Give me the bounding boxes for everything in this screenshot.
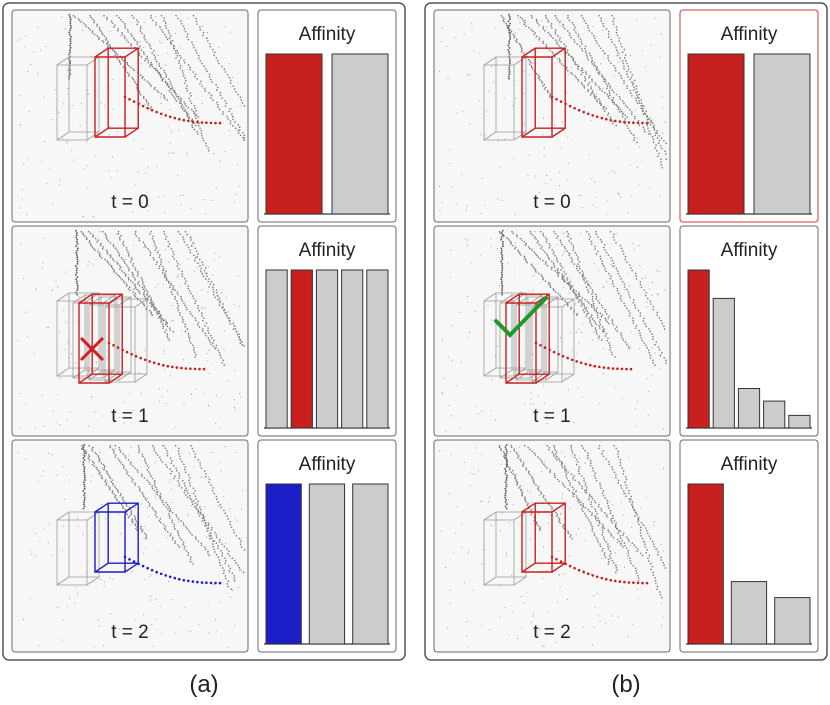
affinity-bar (341, 269, 364, 429)
cross-icon (79, 336, 105, 362)
affinity-bar (730, 581, 768, 645)
scene-frame (11, 439, 249, 653)
affinity-bar (290, 269, 313, 429)
chart-title: Affinity (721, 454, 778, 475)
time-label: t = 0 (533, 192, 571, 213)
scene-view: t = 2 (433, 439, 671, 653)
affinity-bar (753, 53, 811, 215)
scene-view: t = 1 (433, 225, 671, 437)
affinity-bar (687, 269, 710, 429)
affinity-bar (265, 53, 323, 215)
affinity-chart: Affinity (679, 439, 819, 653)
scene-frame (433, 225, 671, 437)
time-label: t = 1 (111, 406, 149, 427)
affinity-chart: Affinity (679, 9, 819, 223)
affinity-bar (265, 483, 302, 645)
chart-title: Affinity (299, 240, 356, 261)
affinity-chart: Affinity (679, 225, 819, 437)
affinity-bar (712, 297, 735, 429)
affinity-bar (315, 269, 339, 429)
affinity-chart: Affinity (257, 9, 397, 223)
affinity-bar (308, 483, 346, 645)
chart-title: Affinity (721, 24, 778, 45)
scene-view: t = 1 (11, 225, 249, 437)
time-label: t = 2 (533, 622, 571, 643)
affinity-bar (687, 483, 724, 645)
time-label: t = 1 (533, 406, 571, 427)
scene-frame (11, 9, 249, 223)
scene-frame (11, 225, 249, 437)
time-label: t = 2 (111, 622, 149, 643)
chart-title: Affinity (299, 24, 356, 45)
panel-a: t = 0 Affinity t = 1 Affinity t = 2 Affinity (… (2, 2, 406, 698)
affinity-bar (366, 269, 389, 429)
check-icon (494, 296, 548, 338)
scene-view: t = 2 (11, 439, 249, 653)
affinity-chart: Affinity (257, 439, 397, 653)
affinity-bar (265, 269, 288, 429)
affinity-bar (788, 414, 811, 429)
affinity-bar (331, 53, 389, 215)
affinity-bar (763, 400, 786, 429)
scene-view: t = 0 (433, 9, 671, 223)
affinity-bar (687, 53, 745, 215)
chart-title: Affinity (299, 454, 356, 475)
affinity-chart: Affinity (257, 225, 397, 437)
affinity-bar (737, 388, 761, 429)
affinity-bar (774, 597, 811, 645)
chart-title: Affinity (721, 240, 778, 261)
panel-caption: (a) (189, 671, 218, 698)
scene-view: t = 0 (11, 9, 249, 223)
affinity-bar (352, 483, 389, 645)
time-label: t = 0 (111, 192, 149, 213)
panel-caption: (b) (611, 671, 640, 698)
panel-b: t = 0 Affinity t = 1 Affinity t = 2 Affinity (… (424, 2, 828, 698)
